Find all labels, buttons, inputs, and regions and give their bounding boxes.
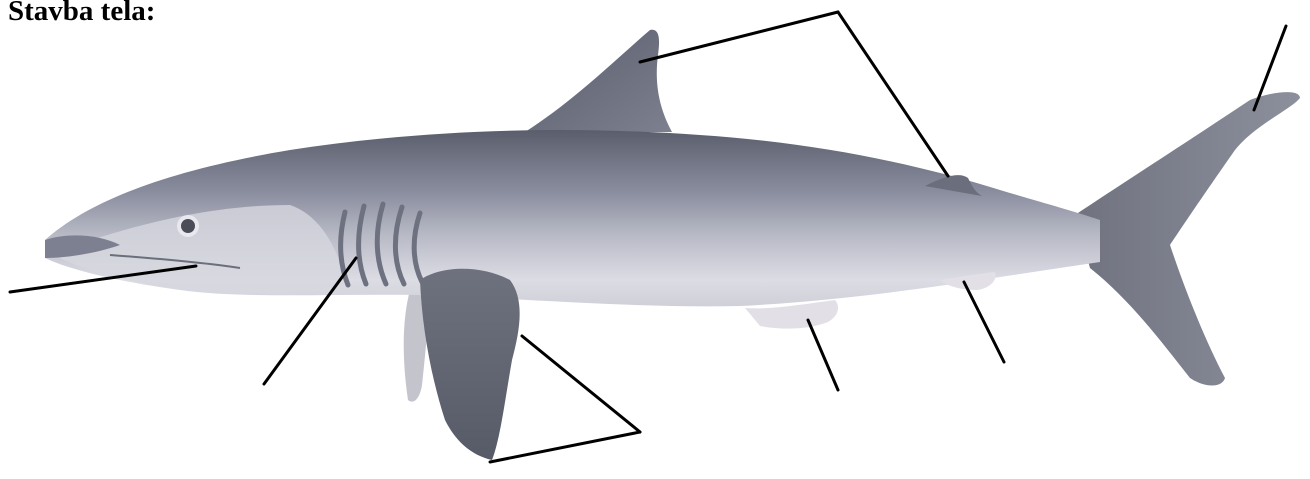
pectoral-fin	[420, 269, 520, 460]
leader-line-anal	[964, 282, 1004, 362]
eye-pupil	[181, 219, 195, 233]
caudal-fin	[1075, 92, 1300, 385]
leader-line-second-dorsal	[838, 12, 948, 176]
first-dorsal-fin	[525, 30, 672, 132]
leader-line-pectoral-lower	[490, 432, 640, 462]
leader-line-first-dorsal	[640, 12, 838, 62]
leader-line-pectoral-upper	[522, 336, 640, 432]
leader-line-pelvic	[808, 320, 838, 390]
